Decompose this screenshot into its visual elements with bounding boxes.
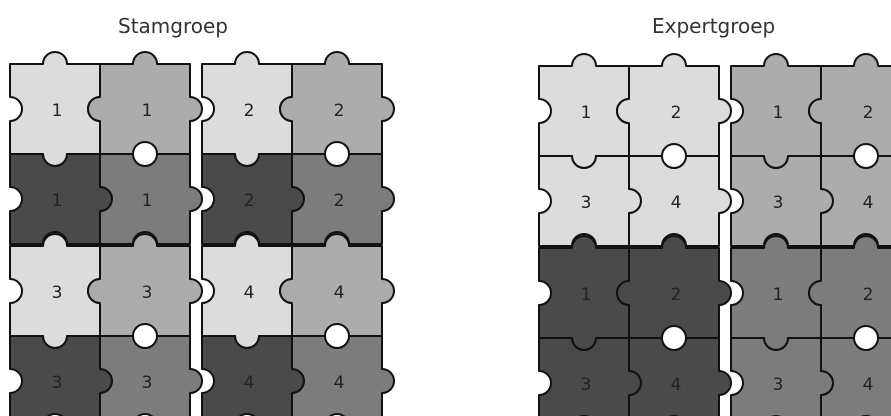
piece-number-bottom-left: 3 xyxy=(773,193,784,213)
piece-number-bottom-left: 3 xyxy=(52,373,63,393)
piece-number-top-right: 1 xyxy=(142,101,153,121)
piece-number-bottom-right: 4 xyxy=(671,193,682,213)
piece-number-top-right: 2 xyxy=(334,101,345,121)
stamgroep-group-4: 4 4 4 4 xyxy=(202,234,394,416)
puzzle-piece-top-right xyxy=(809,54,891,156)
piece-number-bottom-left: 1 xyxy=(52,191,63,211)
piece-number-top-left: 1 xyxy=(773,103,784,123)
piece-number-bottom-right: 4 xyxy=(863,193,874,213)
puzzle-piece-bottom-right xyxy=(821,338,891,416)
expertgroep-group-2: 1 2 3 4 xyxy=(731,54,891,246)
piece-number-bottom-right: 2 xyxy=(334,191,345,211)
piece-number-bottom-right: 4 xyxy=(863,375,874,395)
stamgroep-group-1: 1 1 1 1 xyxy=(10,52,202,244)
piece-number-bottom-right: 3 xyxy=(142,373,153,393)
piece-number-bottom-right: 1 xyxy=(142,191,153,211)
piece-number-top-right: 2 xyxy=(863,285,874,305)
piece-number-top-left: 4 xyxy=(244,283,255,303)
piece-number-top-left: 3 xyxy=(52,283,63,303)
puzzle-piece-top-right xyxy=(809,236,891,338)
piece-number-top-left: 1 xyxy=(773,285,784,305)
piece-number-bottom-left: 3 xyxy=(581,193,592,213)
piece-number-top-left: 1 xyxy=(581,285,592,305)
piece-number-top-right: 4 xyxy=(334,283,345,303)
stamgroep-group-3: 3 3 3 3 xyxy=(10,234,202,416)
piece-number-bottom-left: 2 xyxy=(244,191,255,211)
piece-number-top-right: 2 xyxy=(671,103,682,123)
piece-number-top-right: 3 xyxy=(142,283,153,303)
piece-number-bottom-left: 3 xyxy=(773,375,784,395)
piece-number-top-left: 1 xyxy=(581,103,592,123)
expertgroep-group-4: 1 2 3 4 xyxy=(731,236,891,416)
expertgroep-group-1: 1 2 3 4 xyxy=(539,54,731,246)
piece-number-top-right: 2 xyxy=(671,285,682,305)
piece-number-bottom-left: 4 xyxy=(244,373,255,393)
expertgroep-group-3: 1 2 3 4 xyxy=(539,236,731,416)
piece-number-top-left: 1 xyxy=(52,101,63,121)
piece-number-top-right: 2 xyxy=(863,103,874,123)
piece-number-bottom-right: 4 xyxy=(671,375,682,395)
stamgroep-group-2: 2 2 2 2 xyxy=(202,52,394,244)
piece-number-bottom-left: 3 xyxy=(581,375,592,395)
piece-number-top-left: 2 xyxy=(244,101,255,121)
piece-number-bottom-right: 4 xyxy=(334,373,345,393)
